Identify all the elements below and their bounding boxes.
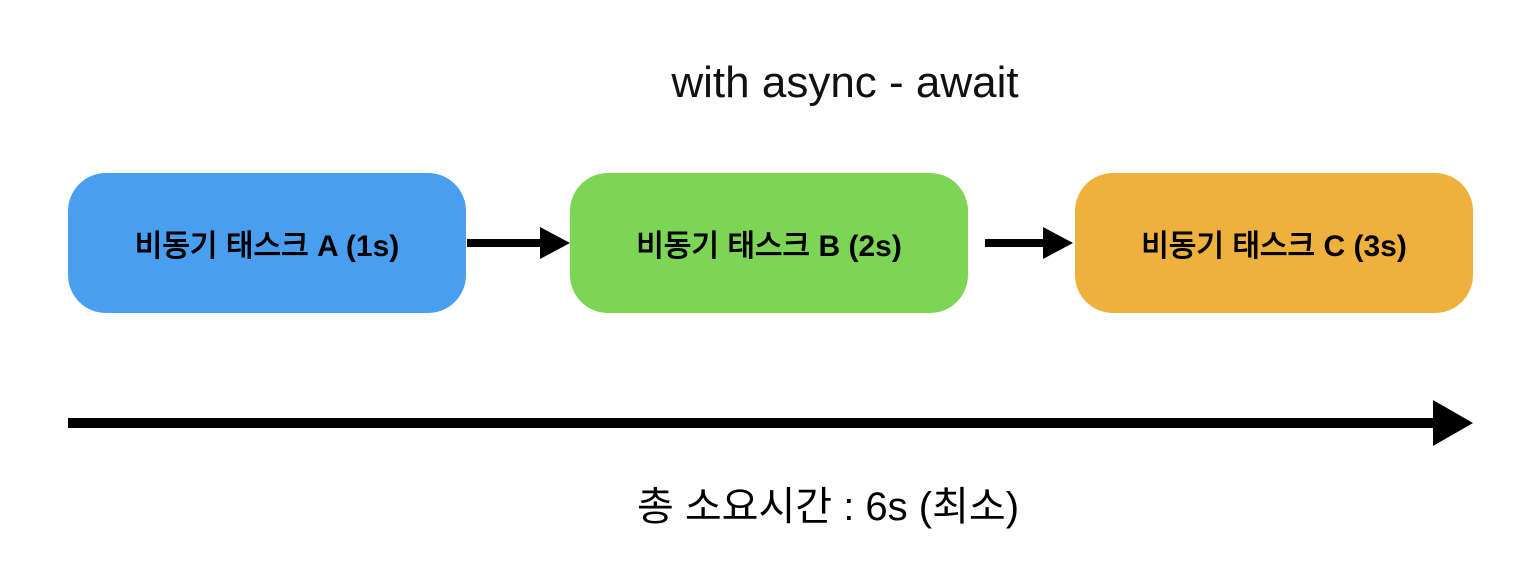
- arrowhead-right-icon: [540, 227, 570, 259]
- task-box-b-label: 비동기 태스크 B (2s): [636, 230, 902, 263]
- task-box-a: 비동기 태스크 A (1s): [68, 173, 466, 313]
- arrow-shaft: [467, 239, 540, 247]
- total-time-label: 총 소요시간 : 6s (최소): [636, 485, 1020, 529]
- task-box-a-label: 비동기 태스크 A (1s): [134, 230, 400, 263]
- diagram-title: with async - await: [671, 58, 1019, 107]
- arrow-shaft: [985, 239, 1043, 247]
- task-box-c-label: 비동기 태스크 C (3s): [1141, 230, 1407, 263]
- arrow-shaft: [68, 418, 1433, 428]
- flow-arrow-a-to-b: [467, 227, 570, 259]
- arrowhead-right-icon: [1043, 227, 1073, 259]
- task-box-c: 비동기 태스크 C (3s): [1075, 173, 1473, 313]
- timeline-arrow: [68, 400, 1473, 446]
- task-box-b: 비동기 태스크 B (2s): [570, 173, 968, 313]
- flow-arrow-b-to-c: [985, 227, 1073, 259]
- arrowhead-right-icon: [1433, 400, 1473, 446]
